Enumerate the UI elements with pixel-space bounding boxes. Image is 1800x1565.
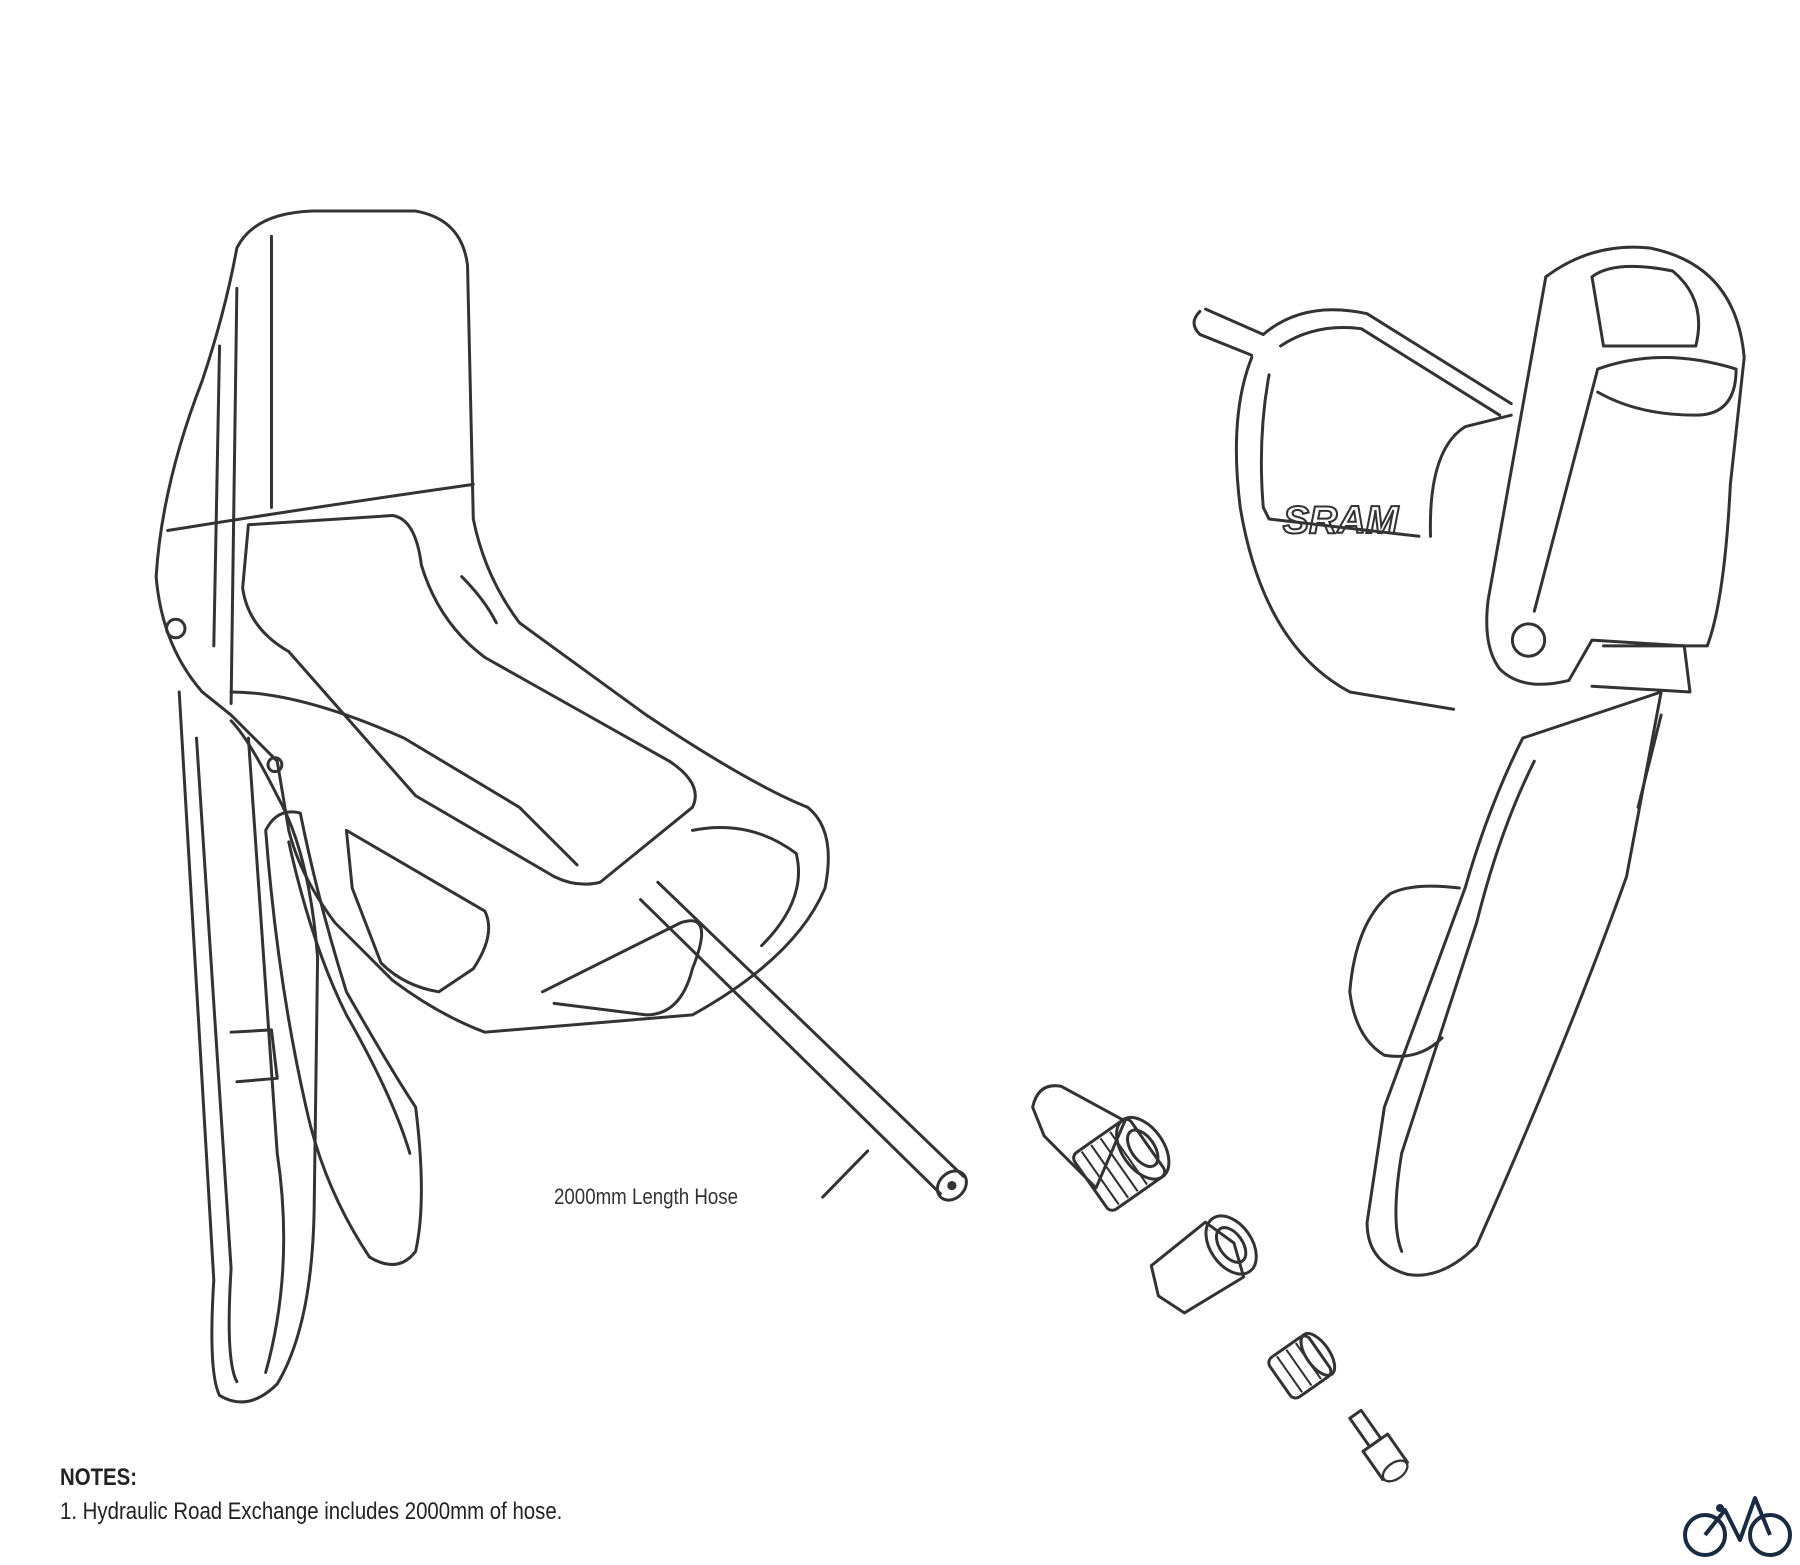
hose-leader-line [821, 1149, 870, 1199]
bicycle-icon [1683, 1496, 1792, 1557]
hydraulic-hose [639, 880, 968, 1202]
right-brake-lever: SRAM [1192, 245, 1746, 1277]
notes-section: NOTES: 1. Hydraulic Road Exchange includ… [60, 1464, 562, 1526]
hose-length-label: 2000mm Length Hose [554, 1184, 738, 1209]
sram-logo: SRAM [1283, 499, 1400, 542]
compression-fittings [1031, 1084, 1409, 1483]
notes-title: NOTES: [60, 1464, 138, 1491]
left-brake-lever [154, 209, 830, 1404]
note-item: 1. Hydraulic Road Exchange includes 2000… [60, 1498, 563, 1525]
